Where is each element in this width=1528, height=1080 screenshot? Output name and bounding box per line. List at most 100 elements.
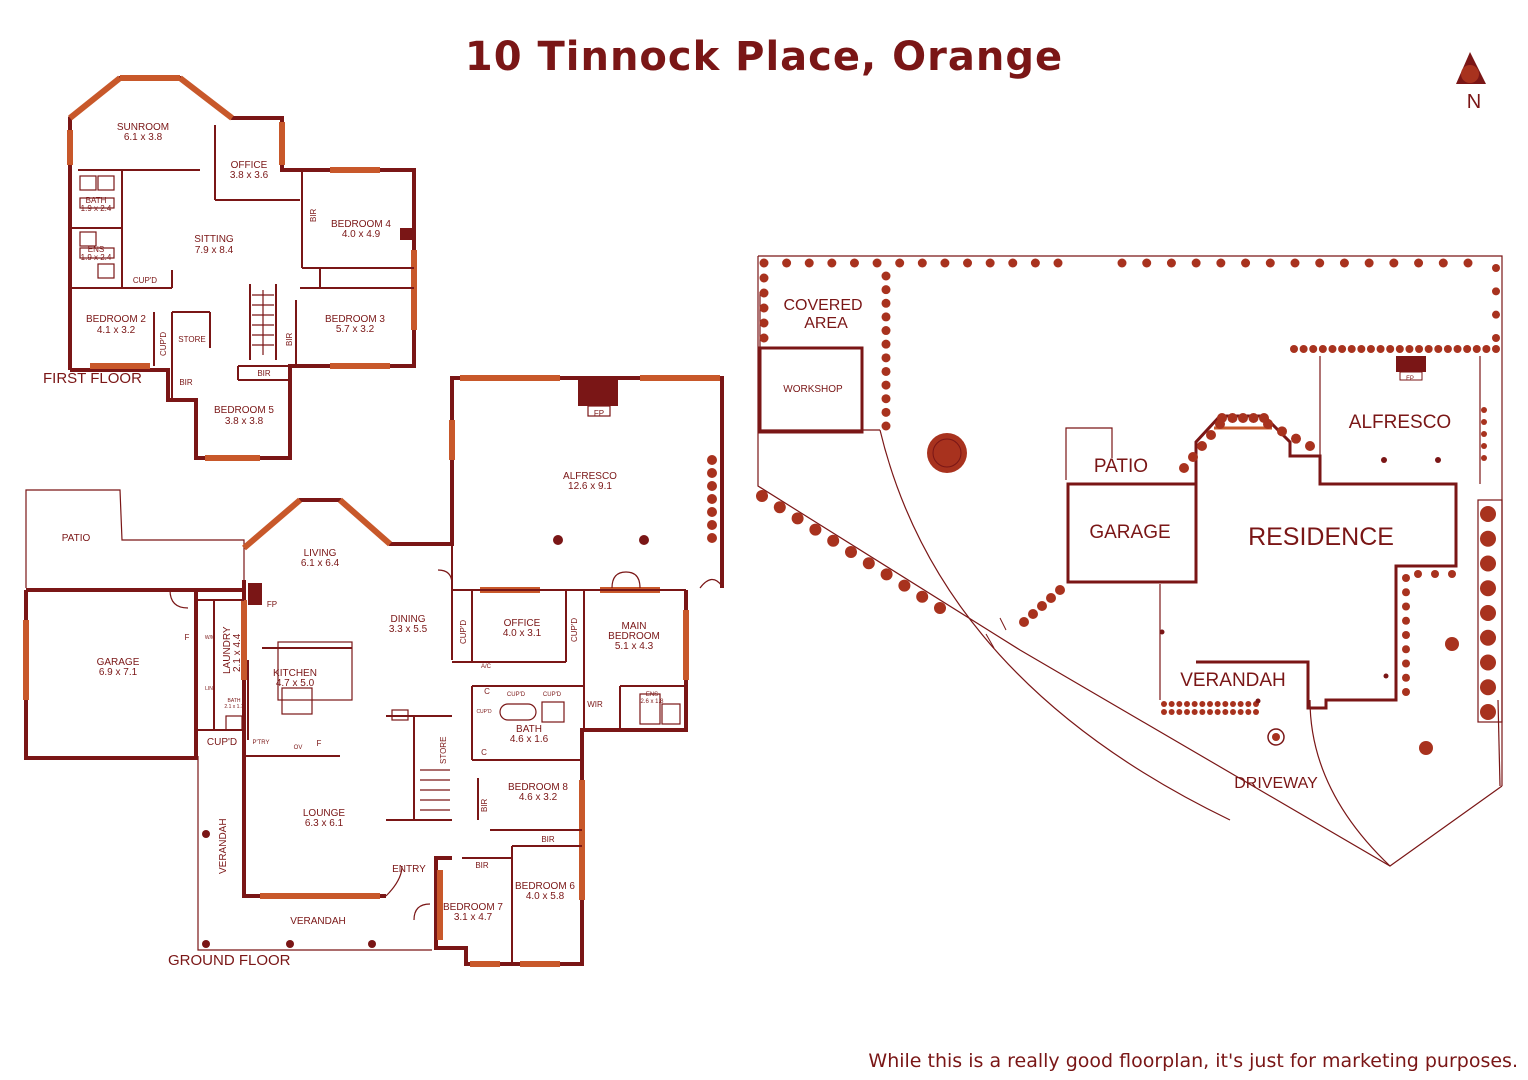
- first-floor-plan: [67, 75, 417, 461]
- hedge-shrub: [1214, 701, 1221, 707]
- hedge-shrub: [1176, 709, 1183, 715]
- gf-cupd-vertical-label-2: CUP'D: [570, 618, 579, 642]
- bedroom7-dim: 3.1 x 4.7: [454, 912, 493, 923]
- hedge-shrub: [881, 312, 891, 322]
- lounge-dim: 6.3 x 6.1: [305, 818, 344, 829]
- site-hedges: [756, 258, 1500, 720]
- hedge-shrub: [1191, 258, 1201, 268]
- bedroom4-label: BEDROOM 4: [331, 219, 391, 230]
- hedge-shrub: [881, 326, 891, 336]
- hedge-shrub: [1386, 345, 1395, 353]
- gf-bir-label-3: BIR: [475, 861, 489, 870]
- bedroom2-label: BEDROOM 2: [86, 314, 146, 325]
- gf-ens-dim: 2.6 x 1.8: [640, 699, 664, 705]
- hedge-shrub: [1222, 701, 1229, 707]
- hedge-shrub: [1168, 701, 1175, 707]
- laundry-dim: 2.1 x 4.4: [232, 633, 243, 672]
- hedge-shrub: [1376, 345, 1385, 353]
- living-label: LIVING: [304, 548, 337, 559]
- covered-area-label-2: AREA: [804, 315, 848, 332]
- hedge-shrub: [1480, 629, 1496, 646]
- gf-patio-label: PATIO: [62, 533, 91, 544]
- hedge-shrub: [759, 303, 769, 313]
- gf-cupd-c-label: CUP'D: [476, 709, 492, 715]
- compass-label: N: [1467, 91, 1481, 113]
- hedge-shrub: [759, 273, 769, 283]
- hedge-shrub: [809, 523, 822, 536]
- covered-area-label-1: COVERED: [783, 297, 862, 314]
- hedge-shrub: [1443, 345, 1452, 353]
- first-floor-label: FIRST FLOOR: [43, 370, 142, 387]
- hedge-shrub: [1237, 701, 1244, 707]
- hedge-shrub: [934, 602, 946, 614]
- hedge-shrub: [1357, 345, 1366, 353]
- hedge-shrub: [881, 298, 891, 308]
- hedge-shrub: [1176, 701, 1183, 707]
- bedroom4-dim: 4.0 x 4.9: [342, 229, 381, 240]
- hedge-shrub: [881, 394, 891, 404]
- hedge-shrub: [1480, 555, 1496, 572]
- hedge-shrub: [1480, 530, 1496, 547]
- oven-label: OV: [294, 745, 303, 751]
- hedge-shrub: [940, 258, 950, 268]
- hedge-shrub: [1402, 673, 1410, 682]
- hedge-shrub: [1207, 701, 1213, 707]
- hedge-shrub: [1277, 426, 1287, 437]
- hedge-shrub: [862, 557, 875, 570]
- hedge-shrub: [1472, 345, 1481, 353]
- hedge-shrub: [1480, 580, 1496, 597]
- hedge-shrub: [1197, 441, 1207, 451]
- hedge-shrub: [1402, 602, 1410, 611]
- ground-floor-plan: [23, 375, 724, 967]
- hedge-shrub: [1481, 443, 1487, 449]
- hedge-shrub: [1222, 709, 1229, 715]
- ground-floor-label: GROUND FLOOR: [168, 952, 291, 969]
- gf-office-label: OFFICE: [504, 618, 541, 629]
- hedge-shrub: [1480, 679, 1496, 696]
- hedge-shrub: [1207, 709, 1213, 715]
- hedge-shrub: [1318, 345, 1327, 353]
- hedge-shrub: [1402, 616, 1410, 625]
- hedge-shrub: [881, 421, 891, 431]
- kitchen-label: KITCHEN: [273, 668, 317, 679]
- hedge-shrub: [1328, 345, 1337, 353]
- hedge-shrub: [880, 568, 893, 581]
- hedge-shrub: [1199, 709, 1206, 715]
- residence-label: RESIDENCE: [1248, 523, 1394, 551]
- gf-bath-dim: 4.6 x 1.6: [510, 734, 549, 745]
- hedge-shrub: [872, 258, 882, 268]
- ff-bir-label-3: BIR: [257, 369, 271, 378]
- hedge-shrub: [1216, 258, 1226, 268]
- sitting-dim: 7.9 x 8.4: [195, 245, 234, 256]
- hedge-shrub: [1339, 258, 1349, 268]
- alfresco-posts: [202, 535, 649, 948]
- site-labels: COVERED AREA WORKSHOP PATIO ALFRESCO GAR…: [783, 297, 1451, 792]
- gf-store-label: STORE: [439, 737, 448, 764]
- ff-cupd-label: CUP'D: [133, 276, 157, 285]
- hedge-shrub: [1480, 654, 1496, 671]
- cupboard-c-label-2: C: [481, 748, 487, 757]
- kitchen-dim: 4.7 x 5.0: [276, 678, 315, 689]
- hedge-shrub: [963, 258, 973, 268]
- page-title: 10 Tinnock Place, Orange: [464, 34, 1064, 80]
- gf-office-dim: 4.0 x 3.1: [503, 628, 542, 639]
- hedge-shrub: [881, 407, 891, 417]
- hedge-shrub: [1315, 258, 1325, 268]
- pantry-label: P'TRY: [252, 740, 269, 746]
- site-alfresco-label: ALFRESCO: [1349, 412, 1451, 433]
- ff-office-label: OFFICE: [231, 160, 268, 171]
- hedge-shrub: [881, 353, 891, 363]
- hedge-shrub: [1338, 345, 1347, 353]
- hedge-shrub: [1037, 601, 1047, 611]
- hedge-shrub: [1166, 258, 1176, 268]
- hedge-shrub: [1030, 258, 1040, 268]
- hedge-shrub: [1309, 345, 1318, 353]
- ff-bath-label: BATH: [86, 196, 107, 205]
- hedge-shrub: [1290, 345, 1298, 353]
- bedroom5-label: BEDROOM 5: [214, 405, 274, 416]
- hedge-shrub: [1191, 709, 1198, 715]
- hedge-shrub: [1142, 258, 1152, 268]
- hedge-shrub: [1389, 258, 1399, 268]
- hedge-shrub: [1481, 431, 1487, 437]
- hedge-shrub: [1161, 701, 1167, 707]
